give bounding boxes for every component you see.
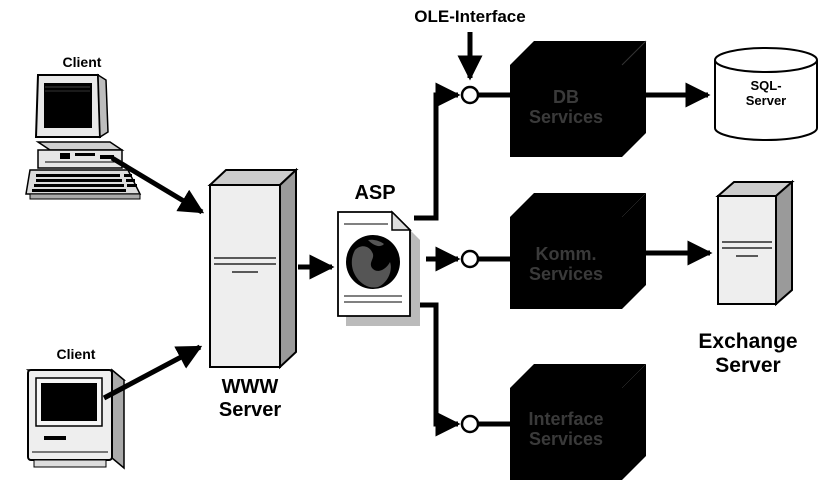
tower-server-icon	[715, 179, 795, 307]
client-top-label: Client	[62, 54, 102, 70]
asp-document-globe-icon	[337, 210, 420, 326]
exchange-line1: Exchange	[698, 330, 798, 353]
komm-services-line2: Services	[528, 263, 604, 284]
db-services-line2: Services	[528, 106, 604, 127]
db-services-label: DB Services	[510, 87, 622, 128]
client-bottom-label: Client	[56, 346, 96, 362]
sql-server-line1: SQL-	[750, 78, 782, 93]
exchange-server-label: Exchange Server	[680, 330, 816, 378]
database-cylinder-icon	[714, 47, 818, 141]
service-cube-icon	[510, 364, 646, 480]
db-services-line1: DB	[553, 87, 579, 107]
service-cube-icon	[510, 40, 647, 157]
desktop-pc-icon	[25, 73, 142, 200]
ole-interface-circle-icon	[460, 85, 480, 105]
mac-classic-icon	[25, 368, 127, 470]
www-server-line1: WWW	[221, 376, 279, 398]
service-cube-icon	[510, 193, 646, 309]
ole-interface-label: OLE-Interface	[414, 7, 526, 26]
www-server-line2: Server	[218, 399, 282, 421]
asp-label: ASP	[354, 182, 396, 204]
komm-services-line1: Komm.	[535, 244, 597, 264]
interface-services-line2: Services	[528, 428, 604, 449]
interface-services-line1: Interface	[528, 409, 604, 429]
ole-interface-circle-icon	[460, 249, 480, 269]
sql-server-line2: Server	[745, 92, 787, 108]
ole-interface-circle-icon	[460, 414, 480, 434]
sql-server-label: SQL- Server	[730, 78, 802, 109]
interface-services-label: Interface Services	[504, 409, 628, 450]
exchange-line2: Server	[715, 354, 781, 378]
connector-lines	[102, 32, 713, 437]
www-server-label: WWW Server	[195, 376, 305, 422]
tower-server-icon	[207, 167, 299, 370]
komm-services-label: Komm. Services	[510, 244, 622, 285]
